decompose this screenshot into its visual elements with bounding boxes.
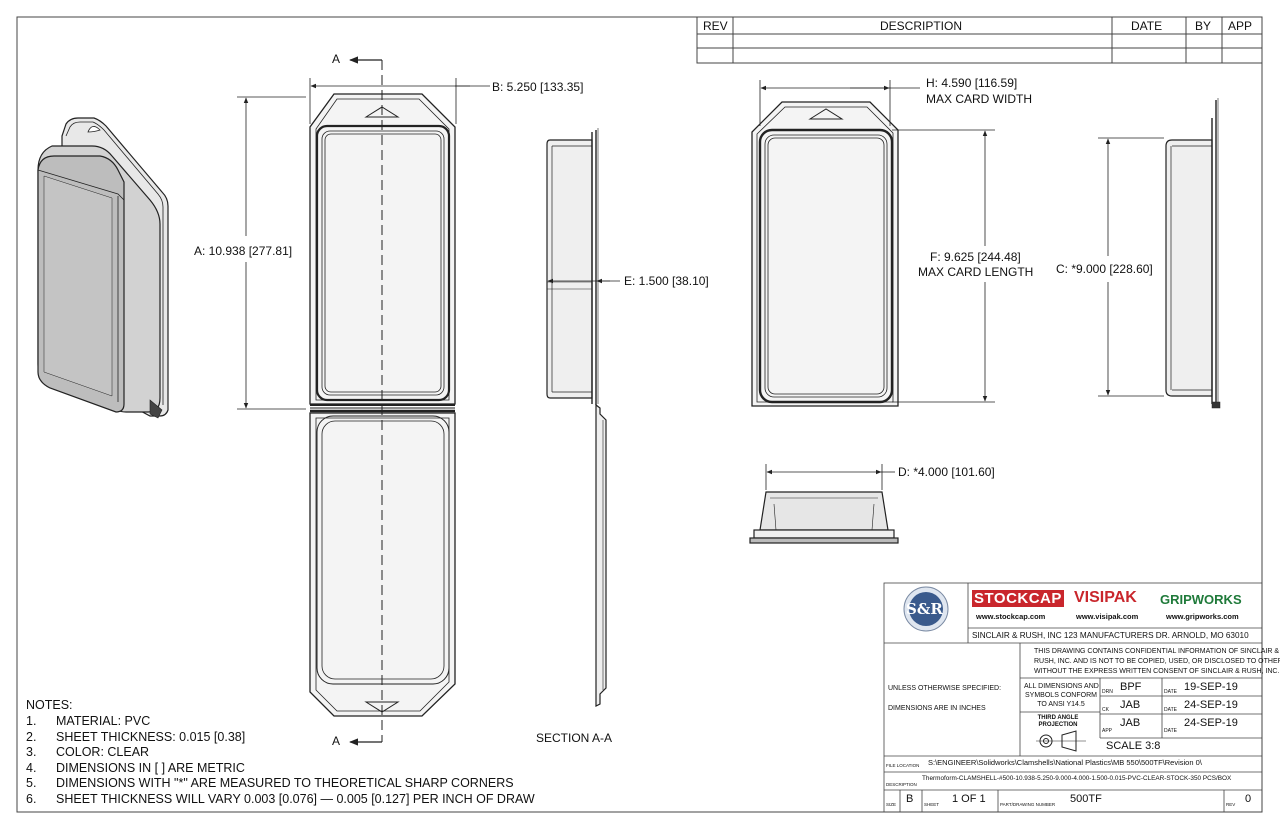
rev-label: REV: [1226, 802, 1236, 807]
app-label: APP: [1102, 728, 1113, 734]
gripworks-url: www.gripworks.com: [1166, 612, 1239, 621]
note-item: 1.MATERIAL: PVC: [26, 714, 151, 728]
note-item: 4.DIMENSIONS IN [ ] ARE METRIC: [26, 760, 245, 775]
notes-title: NOTES:: [26, 698, 73, 712]
isometric-view: [37, 117, 169, 419]
dimension-h-note: MAX CARD WIDTH: [926, 92, 1032, 106]
section-marker-top: A: [332, 52, 341, 66]
dimension-e: [546, 264, 620, 292]
drn-date-label: DATE: [1164, 689, 1177, 695]
stockcap-logo: STOCKCAP: [972, 590, 1064, 607]
ck-date-label: DATE: [1164, 707, 1177, 713]
drn-initials: BPF: [1120, 681, 1142, 693]
section-line: [349, 56, 383, 746]
dimension-c-label: C: *9.000 [228.60]: [1056, 262, 1153, 276]
end-view: [749, 491, 899, 544]
app-date-label: DATE: [1164, 728, 1177, 734]
ck-date: 24-SEP-19: [1184, 699, 1238, 711]
size: B: [906, 793, 914, 805]
third-angle-symbol: [1036, 730, 1086, 752]
section-label: SECTION A-A: [536, 731, 613, 745]
app-date: 24-SEP-19: [1184, 717, 1238, 729]
dims-in-inches: DIMENSIONS ARE IN INCHES: [888, 705, 986, 712]
description-header: DESCRIPTION: [880, 19, 963, 33]
note-item: 6.SHEET THICKNESS WILL VARY 0.003 [0.076…: [26, 791, 535, 806]
rev-number: 0: [1245, 793, 1252, 805]
date-header: DATE: [1131, 19, 1163, 33]
file-location-label: FILE LOCATION: [886, 763, 920, 768]
size-label: SIZE: [886, 802, 897, 807]
dimension-h: [759, 80, 920, 126]
part-number-label: PART/DRAWING NUMBER: [1000, 802, 1056, 807]
file-location: S:\ENGINEER\Solidworks\Clamshells\Nation…: [928, 758, 1202, 767]
dimension-a-label: A: 10.938 [277.81]: [194, 244, 293, 258]
notes-list: 1.MATERIAL: PVC 2.SHEET THICKNESS: 0.015…: [26, 714, 535, 808]
visipak-logo: VISIPAK: [1074, 589, 1137, 606]
dimension-f-note: MAX CARD LENGTH: [918, 265, 1034, 279]
drn-date: 19-SEP-19: [1184, 681, 1238, 693]
scale: SCALE 3:8: [1106, 740, 1161, 752]
unless-specified: UNLESS OTHERWISE SPECIFIED:: [888, 685, 1002, 692]
sheet-number: 1 OF 1: [952, 793, 986, 805]
sr-logo: [903, 586, 949, 632]
rev-header: REV: [703, 19, 728, 33]
ck-label: CK: [1102, 707, 1109, 713]
company-address: SINCLAIR & RUSH, INC 123 MANUFACTURERS D…: [972, 631, 1249, 640]
dimension-d-label: D: *4.000 [101.60]: [898, 465, 995, 479]
side-view: [1165, 98, 1221, 409]
dimension-a: [237, 96, 306, 410]
dimension-f-label: F: 9.625 [244.48]: [930, 250, 1021, 264]
dimension-d: [765, 464, 895, 490]
dimension-h-label: H: 4.590 [116.59]: [926, 76, 1018, 90]
revision-table: [696, 16, 1263, 64]
note-item: 5.DIMENSIONS WITH "*" ARE MEASURED TO TH…: [26, 776, 514, 791]
sheet-label: SHEET: [924, 802, 940, 807]
third-angle-label: THIRD ANGLE PROJECTION: [1037, 715, 1079, 728]
gripworks-logo: GRIPWORKS: [1160, 592, 1242, 607]
section-view: [546, 128, 607, 707]
ck-initials: JAB: [1120, 699, 1141, 711]
dimension-f: [892, 129, 995, 403]
section-marker-bottom: A: [332, 734, 341, 748]
note-item: 2.SHEET THICKNESS: 0.015 [0.38]: [26, 729, 246, 744]
dimension-b-label: B: 5.250 [133.35]: [492, 80, 584, 94]
visipak-url: www.visipak.com: [1076, 612, 1139, 621]
title-block: [883, 582, 1263, 813]
drn-label: DRN: [1102, 689, 1113, 695]
top-view: [751, 101, 899, 407]
sr-logo-text: S&R: [906, 600, 943, 618]
dimension-b: [309, 78, 490, 124]
note-item: 3.COLOR: CLEAR: [26, 745, 150, 760]
app-initials: JAB: [1120, 717, 1141, 729]
by-header: BY: [1195, 19, 1212, 33]
stockcap-url: www.stockcap.com: [976, 612, 1046, 621]
sheet-border: [16, 16, 1263, 813]
ansi-conform: ALL DIMENSIONS AND SYMBOLS CONFORM TO AN…: [1024, 683, 1099, 708]
part-number: 500TF: [1070, 793, 1102, 805]
dimension-c: [1098, 137, 1164, 397]
description: Thermoform-CLAMSHELL-#500-10.938-5.250-9…: [922, 775, 1232, 782]
app-header: APP: [1228, 19, 1253, 33]
dimension-e-label: E: 1.500 [38.10]: [624, 274, 709, 288]
confidential-notice: THIS DRAWING CONTAINS CONFIDENTIAL INFOR…: [1034, 648, 1280, 675]
description-label: DESCRIPTION: [886, 782, 917, 787]
